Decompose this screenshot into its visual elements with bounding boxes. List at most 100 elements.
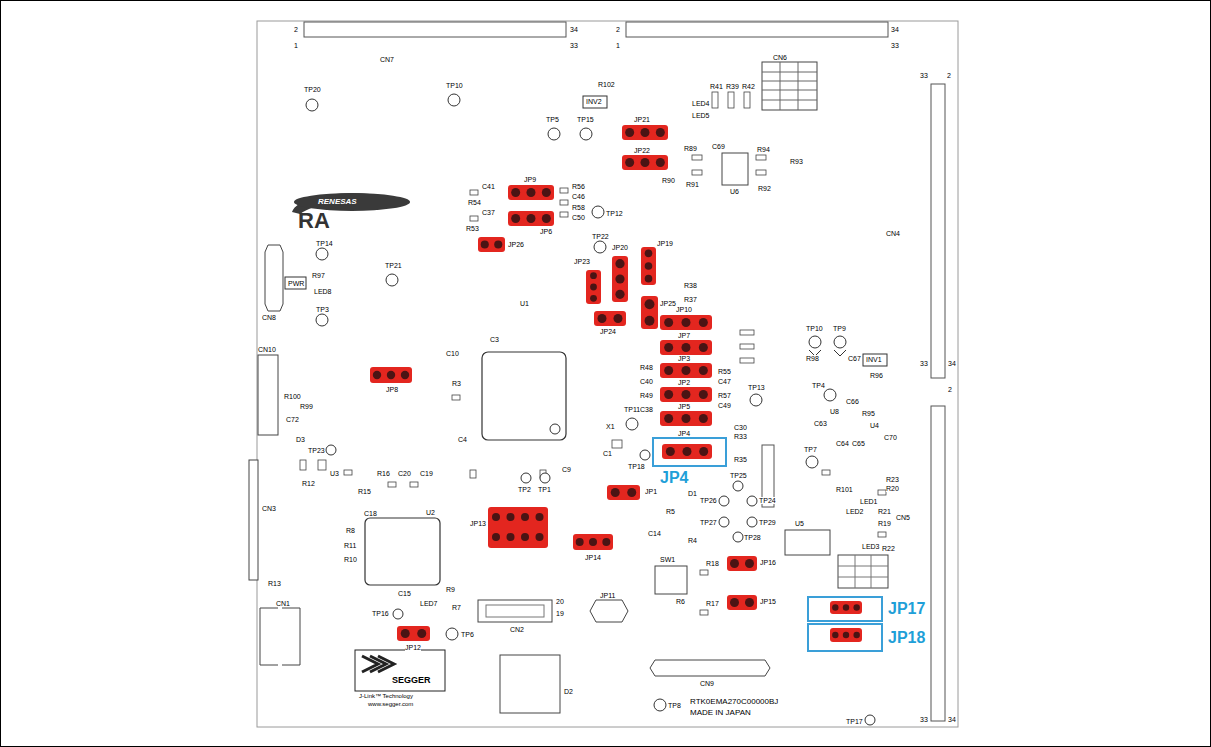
jumper-pin	[664, 414, 673, 423]
silkscreen-label: C67	[848, 355, 861, 362]
silkscreen-label: LED1	[860, 498, 878, 505]
jumper-body	[660, 387, 712, 402]
pin-header	[265, 245, 283, 311]
silkscreen-label: CN1	[276, 600, 290, 607]
silkscreen-label: JP11	[600, 592, 615, 599]
silkscreen-label: JP8	[386, 386, 398, 393]
silkscreen-label: TP23	[308, 447, 325, 454]
silkscreen-label: R55	[718, 368, 731, 375]
silkscreen-label: JP15	[760, 598, 776, 605]
test-point	[747, 496, 757, 506]
logo-text: RA	[298, 210, 330, 232]
smd-pad	[300, 460, 306, 470]
silkscreen-label: TP10	[806, 325, 823, 332]
test-point	[719, 517, 729, 527]
test-point	[594, 241, 606, 253]
silkscreen-label: 2	[947, 72, 951, 79]
silkscreen-label: JP13	[470, 520, 486, 527]
silkscreen-label: R49	[640, 392, 653, 399]
jumper-pin	[611, 488, 620, 497]
silkscreen-label: C66	[846, 398, 859, 405]
silkscreen-label: JP2	[678, 379, 690, 386]
smd-pad	[700, 610, 708, 615]
jumper-pin	[843, 604, 849, 610]
silkscreen-label: TP29	[759, 519, 776, 526]
silkscreen-label: CN9	[700, 680, 714, 687]
jumper-body	[397, 626, 430, 641]
silkscreen-label: JP10	[676, 306, 692, 313]
silkscreen-label: 33	[920, 72, 928, 79]
silkscreen-label: D1	[688, 490, 697, 497]
smd-pad	[452, 395, 460, 400]
silkscreen-label: JP1	[645, 488, 657, 495]
silkscreen-label: R53	[466, 225, 479, 232]
silkscreen-label: R93	[790, 158, 803, 165]
silkscreen-label: CN8	[262, 314, 276, 321]
highlight-box: JP4	[652, 437, 727, 467]
silkscreen-label: C4	[458, 436, 467, 443]
connector-inner	[486, 605, 544, 617]
jumper-pin	[373, 371, 381, 379]
test-point	[580, 128, 592, 140]
jumper-pin	[666, 447, 675, 456]
silkscreen-label: 33	[570, 42, 578, 49]
silkscreen-label: R37	[684, 296, 697, 303]
silkscreen-label: CN2	[510, 626, 524, 633]
silkscreen-label: R8	[346, 527, 355, 534]
silkscreen-label: R5	[666, 508, 675, 515]
silkscreen-label: JP12	[405, 644, 421, 651]
test-point	[521, 473, 531, 483]
silkscreen-label: U2	[426, 509, 435, 516]
silkscreen-label: D3	[296, 436, 305, 443]
silkscreen-label: R6	[676, 598, 685, 605]
silkscreen-label: www.segger.com	[368, 701, 413, 707]
jumper-pin	[664, 343, 673, 352]
silkscreen-label: R89	[684, 145, 697, 152]
silkscreen-label: TP5	[546, 116, 559, 123]
board-outline	[257, 21, 958, 727]
jumper-pin	[494, 240, 502, 248]
silkscreen-label: 1	[294, 42, 298, 49]
silkscreen-label: TP28	[744, 534, 761, 541]
silkscreen-label: TP11	[624, 406, 640, 413]
silkscreen-label: R48	[640, 364, 653, 371]
silkscreen-label: R20	[886, 485, 899, 492]
smd-pad	[712, 92, 718, 108]
silkscreen-label: R92	[758, 185, 771, 192]
silkscreen-label: R97	[312, 272, 325, 279]
jumper-body	[641, 296, 658, 329]
callout-label: JP18	[888, 630, 925, 646]
silkscreen-label: C69	[712, 143, 725, 150]
jumper-pin	[682, 366, 691, 375]
jumper-pin	[682, 390, 691, 399]
highlight-box: JP17	[807, 596, 883, 622]
smd-pad	[700, 570, 708, 575]
silkscreen-label: U3	[330, 470, 339, 477]
jumper-pin	[645, 316, 655, 326]
silkscreen-label: TP3	[316, 306, 329, 313]
silkscreen-label: LED5	[692, 112, 710, 119]
logo-frame	[355, 650, 445, 691]
jumper-pin	[699, 366, 708, 375]
silkscreen-label: 34	[948, 360, 956, 367]
test-point	[747, 517, 757, 527]
test-point	[733, 532, 743, 542]
jumper-outline	[590, 600, 628, 622]
jumper-pin	[641, 158, 650, 167]
silkscreen-label: X1	[606, 423, 615, 430]
silkscreen-label: TP2	[518, 486, 531, 493]
connector-grid	[762, 62, 817, 110]
test-point	[654, 699, 666, 711]
test-point	[386, 274, 398, 286]
jumper-pin	[664, 366, 673, 375]
smd-pad	[560, 212, 568, 217]
silkscreen-label: LED2	[846, 508, 864, 515]
smd-pad	[740, 344, 754, 349]
silkscreen-label: TP16	[372, 610, 389, 617]
jumper-body	[488, 507, 548, 548]
silkscreen-label: R19	[878, 520, 891, 527]
jumper-body	[586, 270, 601, 304]
silkscreen-label: R15	[358, 488, 371, 495]
jumper-pin	[615, 290, 624, 299]
silkscreen-label: JP7	[678, 332, 690, 339]
